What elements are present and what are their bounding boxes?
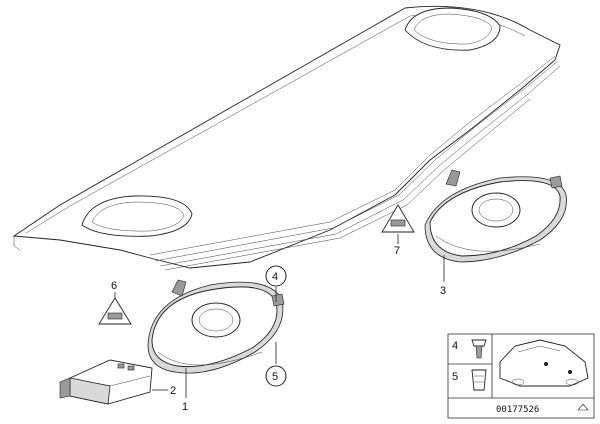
clip-fastener-icon xyxy=(471,339,487,359)
connector-module xyxy=(59,359,153,405)
callout-6: 6 xyxy=(111,280,117,292)
legend-row-5: 5 xyxy=(452,371,458,383)
callout-5-circle: 5 xyxy=(265,365,287,387)
callout-2: 2 xyxy=(170,385,176,397)
callout-7: 7 xyxy=(394,245,400,257)
parcel-shelf xyxy=(12,5,561,271)
reference-code: 00177526 xyxy=(496,405,539,415)
leader-lines xyxy=(114,234,445,398)
expanding-nut-icon xyxy=(471,369,487,391)
callout-3: 3 xyxy=(440,285,446,297)
legend-box: 4 5 00177526 xyxy=(447,333,595,419)
callout-5: 5 xyxy=(272,371,278,383)
speaker-right xyxy=(424,169,567,263)
warning-triangle-icon xyxy=(98,297,132,325)
callout-1: 1 xyxy=(182,401,188,413)
speaker-left xyxy=(147,279,285,374)
callout-4: 4 xyxy=(272,271,278,283)
callout-4-circle: 4 xyxy=(265,265,287,287)
legend-row-4: 4 xyxy=(452,340,458,352)
warning-triangle-icon xyxy=(381,204,415,233)
car-silhouette-icon xyxy=(499,339,589,387)
corner-arrow-icon xyxy=(577,403,589,411)
